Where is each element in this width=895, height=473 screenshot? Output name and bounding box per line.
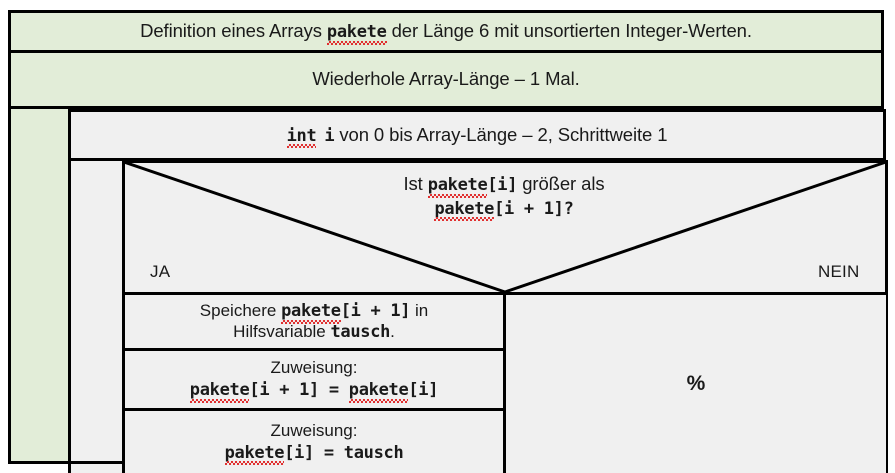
condition-line-1: Ist pakete[i] größer als	[403, 172, 605, 198]
yes-step-2-text: Zuweisung: pakete[i + 1] = pakete[i]	[189, 358, 439, 403]
yes-step-3-line-1: Zuweisung:	[270, 420, 358, 440]
condition-lines: Ist pakete[i] größer als pakete[i + 1]?	[403, 172, 605, 221]
repeat-loop-text: Wiederhole Array-Länge – 1 Mal.	[312, 68, 580, 90]
yes-step-1-suffix: in	[410, 300, 429, 320]
condition-comparator: größer als	[517, 172, 605, 194]
yes-step-2-line-2: pakete[i + 1] = pakete[i]	[189, 380, 439, 403]
definition-suffix: der Länge 6 mit unsortierten Integer-Wer…	[386, 20, 752, 42]
condition-index-1: [i]	[487, 174, 518, 195]
yes-step-2: Zuweisung: pakete[i + 1] = pakete[i]	[125, 348, 506, 408]
condition-question-mark: ?	[563, 198, 574, 219]
yes-step-3-text: Zuweisung: pakete[i] = tausch	[224, 420, 404, 465]
branch-label-yes: JA	[150, 262, 171, 281]
yes-step-2-identifier-right: pakete	[348, 380, 409, 403]
yes-step-2-operator: [i + 1] =	[249, 380, 349, 400]
condition-index-2: [i + 1]	[494, 198, 564, 219]
yes-step-1: Speichere pakete[i + 1] in Hilfsvariable…	[125, 292, 506, 348]
repeat-loop-header: Wiederhole Array-Länge – 1 Mal.	[8, 53, 884, 109]
for-loop-keyword: int	[286, 125, 317, 149]
yes-step-2-identifier-left: pakete	[189, 380, 250, 403]
yes-step-1-text: Speichere pakete[i + 1] in Hilfsvariable…	[200, 301, 428, 342]
for-loop-range: von 0 bis Array-Länge – 2, Schrittweite …	[334, 123, 668, 145]
no-branch-block: %	[506, 292, 886, 473]
yes-step-3-line-2: pakete[i] = tausch	[224, 442, 404, 465]
branch-label-no: NEIN	[818, 262, 860, 281]
condition-prefix: Ist	[403, 172, 428, 194]
yes-step-3-operator: [i] =	[284, 442, 344, 463]
yes-step-1-temp-var: tausch	[330, 321, 391, 342]
yes-step-1-period: .	[390, 321, 395, 341]
yes-step-3-temp-var: tausch	[343, 442, 404, 463]
condition-identifier-1: pakete	[427, 174, 488, 198]
yes-step-3-identifier-left: pakete	[224, 442, 285, 465]
condition-text: Ist pakete[i] größer als pakete[i + 1]?	[125, 168, 883, 224]
yes-step-1-index: [i + 1]	[340, 300, 411, 321]
yes-step-1-line-1: Speichere pakete[i + 1] in	[199, 300, 429, 324]
array-definition-block: Definition eines Arrays pakete der Länge…	[8, 10, 884, 53]
condition-line-2: pakete[i + 1]?	[403, 197, 604, 221]
loop-body-bottom-edge	[68, 461, 125, 464]
array-definition-text: Definition eines Arrays pakete der Länge…	[140, 20, 752, 45]
yes-step-3: Zuweisung: pakete[i] = tausch	[125, 408, 506, 473]
yes-step-2-line-1: Zuweisung:	[270, 358, 358, 378]
for-loop-variable: i	[324, 125, 335, 146]
yes-step-1-var-prefix: Hilfsvariable	[233, 321, 331, 341]
condition-identifier-2: pakete	[434, 198, 495, 221]
outer-frame-bottom-edge	[8, 461, 71, 464]
definition-identifier: pakete	[326, 22, 387, 45]
yes-step-1-identifier: pakete	[281, 300, 341, 324]
yes-step-1-line-2: Hilfsvariable tausch.	[200, 322, 428, 343]
yes-step-1-prefix: Speichere	[199, 300, 282, 320]
empty-statement-marker: %	[686, 372, 706, 396]
definition-prefix: Definition eines Arrays	[140, 20, 327, 42]
yes-step-2-index-right: [i]	[408, 380, 439, 400]
